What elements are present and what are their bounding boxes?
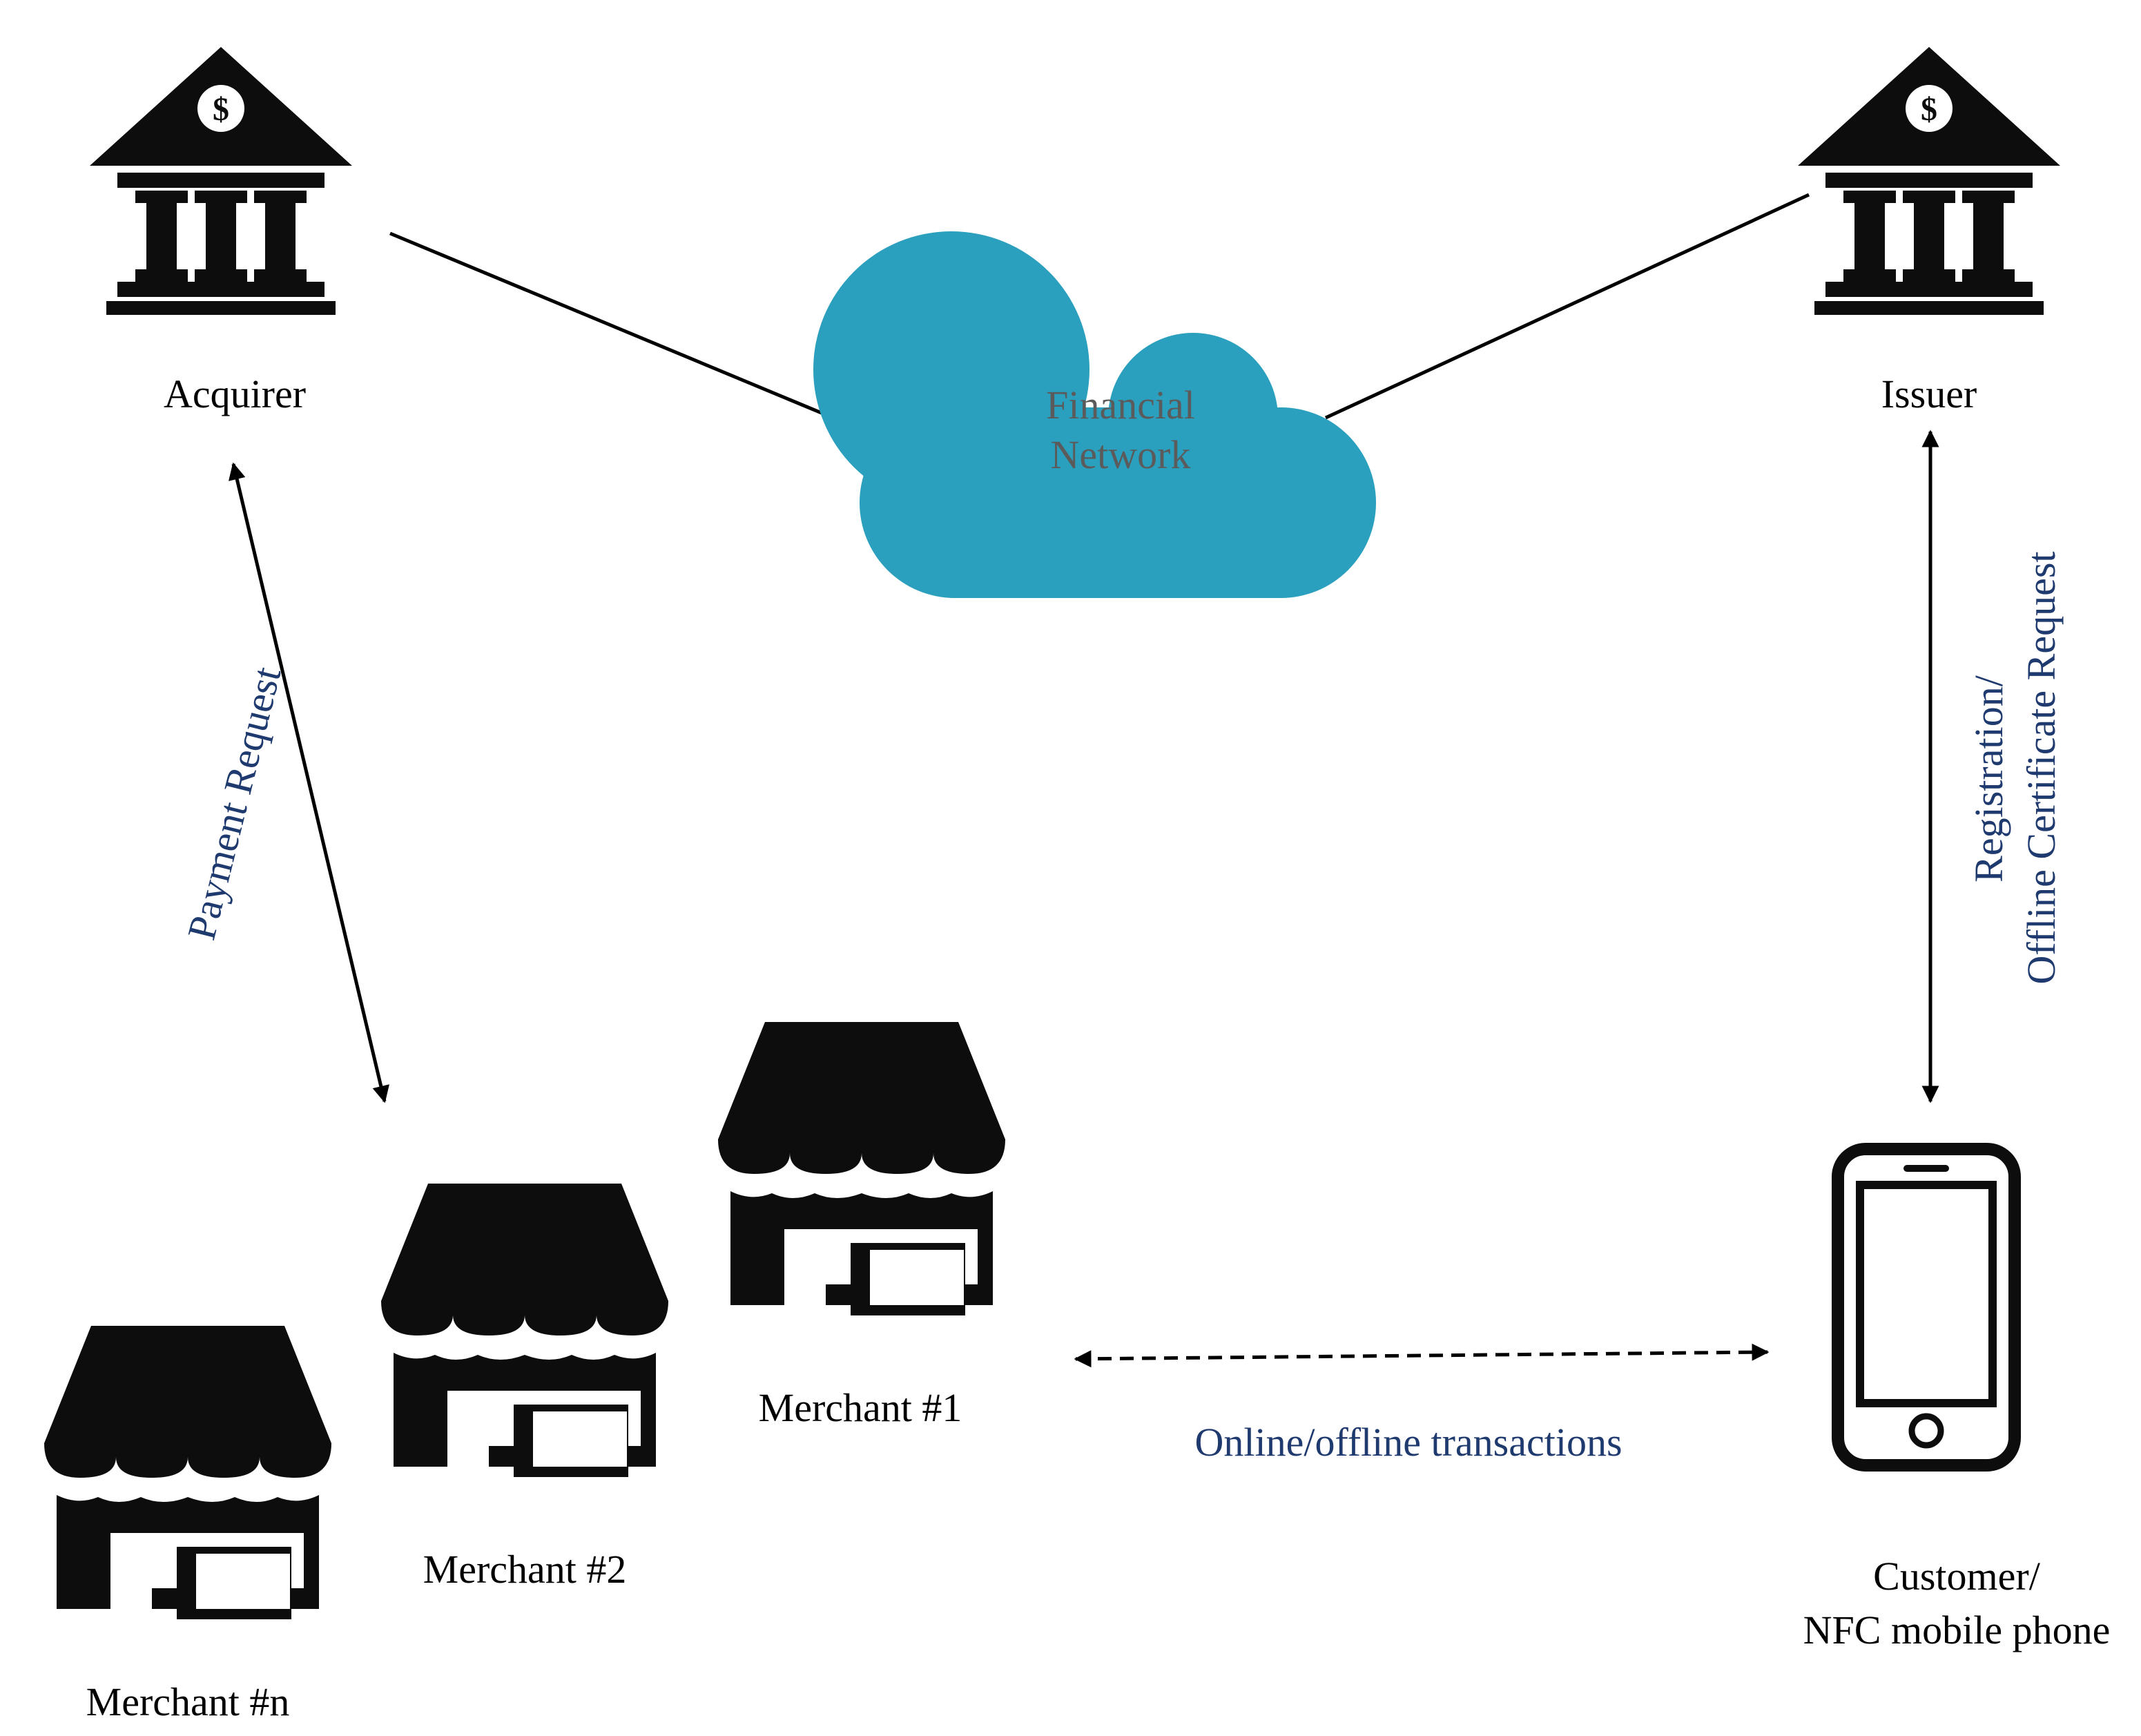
store-icon xyxy=(44,1326,331,1619)
acquirer-node: $ Acquirer xyxy=(90,47,352,416)
acquirer-label: Acquirer xyxy=(164,372,306,416)
registration-label-line2: Offline Certificate Request xyxy=(2019,551,2064,984)
smartphone-icon xyxy=(1832,1143,2021,1472)
dollar-glyph: $ xyxy=(1921,91,1937,128)
transactions-arrow xyxy=(1074,1343,1770,1368)
store-icon xyxy=(718,1022,1005,1315)
customer-label-line1: Customer/ xyxy=(1873,1554,2041,1599)
merchant-1-node: Merchant #1 xyxy=(718,1022,1005,1430)
network-label-line1: Financial xyxy=(1046,383,1195,427)
merchant-2-label: Merchant #2 xyxy=(423,1547,627,1592)
link-network-issuer xyxy=(1324,193,1810,420)
registration-label-line1: Registration/ xyxy=(1966,675,2011,883)
bank-icon: $ xyxy=(90,47,352,315)
link-acquirer-network xyxy=(389,231,872,436)
transactions-label: Online/offline transactions xyxy=(1194,1420,1622,1465)
payment-request-label: Payment Request xyxy=(179,662,290,944)
payment-request-arrow xyxy=(229,462,389,1103)
customer-label-line2: NFC mobile phone xyxy=(1803,1608,2111,1652)
bank-icon: $ xyxy=(1798,47,2060,315)
store-icon xyxy=(381,1184,668,1477)
customer-node: Customer/ NFC mobile phone xyxy=(1803,1143,2111,1652)
financial-network-node: Financial Network xyxy=(813,231,1376,598)
merchant-2-node: Merchant #2 xyxy=(381,1184,668,1592)
merchant-1-label: Merchant #1 xyxy=(759,1385,962,1430)
cloud-icon xyxy=(813,231,1376,598)
issuer-node: $ Issuer xyxy=(1798,47,2060,416)
issuer-label: Issuer xyxy=(1881,372,1977,416)
dollar-glyph: $ xyxy=(213,91,229,128)
network-label-line2: Network xyxy=(1051,432,1191,477)
merchant-n-label: Merchant #n xyxy=(86,1679,290,1724)
merchant-n-node: Merchant #n xyxy=(44,1326,331,1724)
